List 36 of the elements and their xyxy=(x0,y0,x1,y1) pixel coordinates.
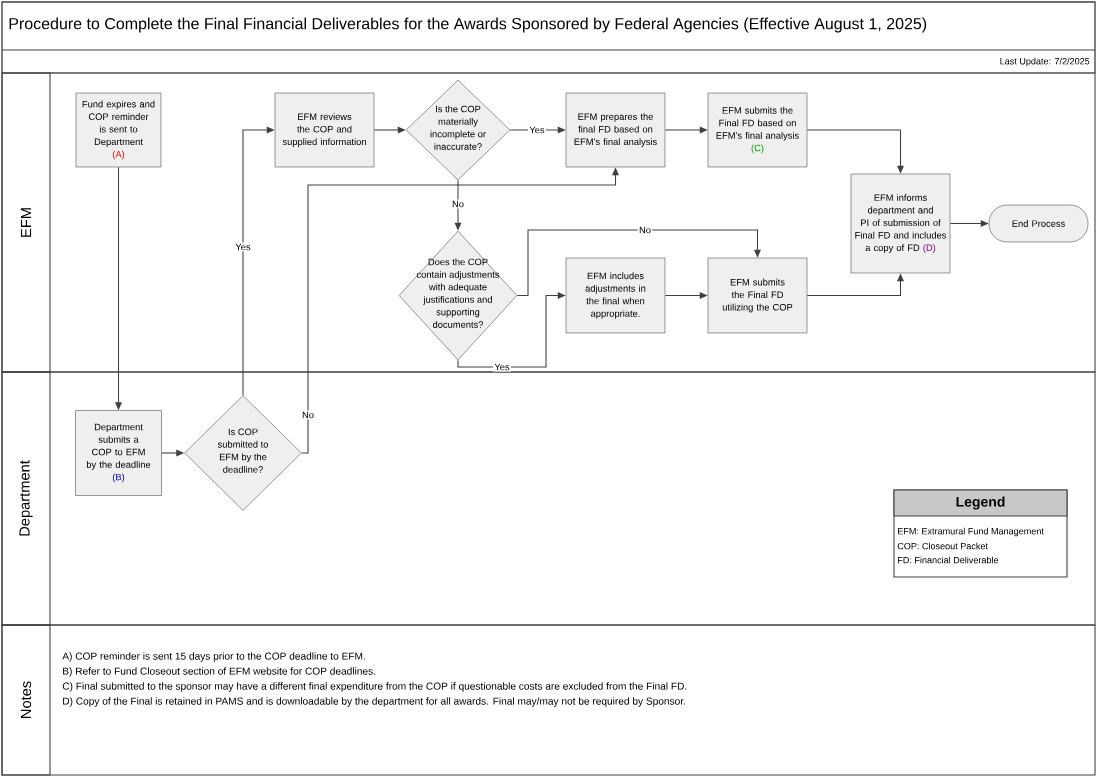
arrow xyxy=(664,126,708,134)
arrow xyxy=(115,166,122,411)
process-box: EFM informs department and PI of submission of Final FD and includes a copy of FD (D) xyxy=(850,173,951,274)
terminator: End Process xyxy=(988,204,1089,243)
edge-label: No xyxy=(300,410,316,420)
arrow xyxy=(373,126,406,134)
note-text: C) Final submitted to the sponsor may have a different final expenditure from the COP if questionable costs are excluded from the Final FD. xyxy=(62,682,687,692)
edge-label: No xyxy=(450,199,466,209)
process-box: EFM prepares the final FD based on EFM’s final analysis xyxy=(565,92,666,168)
arrow xyxy=(161,449,185,457)
edge-label: Yes xyxy=(234,242,252,252)
title: Procedure to Complete the Final Financial Deliverables for the Awards Sponsored by Federal Agencies (Effective August 1, 2025) xyxy=(9,17,927,33)
edge-label: Yes xyxy=(493,362,511,372)
note-text: A) COP reminder is sent 15 days prior to the COP deadline to EFM. xyxy=(62,652,365,662)
update-date: Last Update: 7/2/2025 xyxy=(1000,57,1090,67)
arrow xyxy=(664,292,708,299)
arrow xyxy=(516,229,761,297)
arrow xyxy=(949,220,989,227)
arrow xyxy=(457,292,566,368)
note-text: D) Copy of the Final is retained in PAMS and is downloadable by the department for all awards. Final may/may not be required by Sponsor. xyxy=(63,697,685,707)
arrow xyxy=(242,126,275,396)
arrow xyxy=(454,179,462,231)
arrow xyxy=(301,167,619,454)
edge-label: Yes xyxy=(528,125,546,135)
process-box: EFM includes adjustments in the final when appropriate. xyxy=(565,257,666,334)
arrow xyxy=(509,126,566,134)
edge-label: No xyxy=(637,225,653,235)
process-box: EFM submits the Final FD based on EFM’s final analysis (C) xyxy=(707,92,808,168)
legend-box: Legend EFM: Extramural Fund Management COP: Closeout Packet FD: Financial Deliverable xyxy=(893,489,1068,578)
note-text: B) Refer to Fund Closeout section of EFM website for COP deadlines. xyxy=(63,667,375,677)
arrow xyxy=(806,129,904,174)
process-box: Fund expires and COP reminder is sent to Department (A) xyxy=(75,92,162,168)
process-box: EFM reviews the COP and supplied information xyxy=(274,92,375,168)
process-box: Department submits a COP to EFM by the deadline (B) xyxy=(75,410,162,496)
arrow xyxy=(806,273,904,297)
process-box: EFM submits the Final FD utilizing the COP xyxy=(707,257,808,334)
